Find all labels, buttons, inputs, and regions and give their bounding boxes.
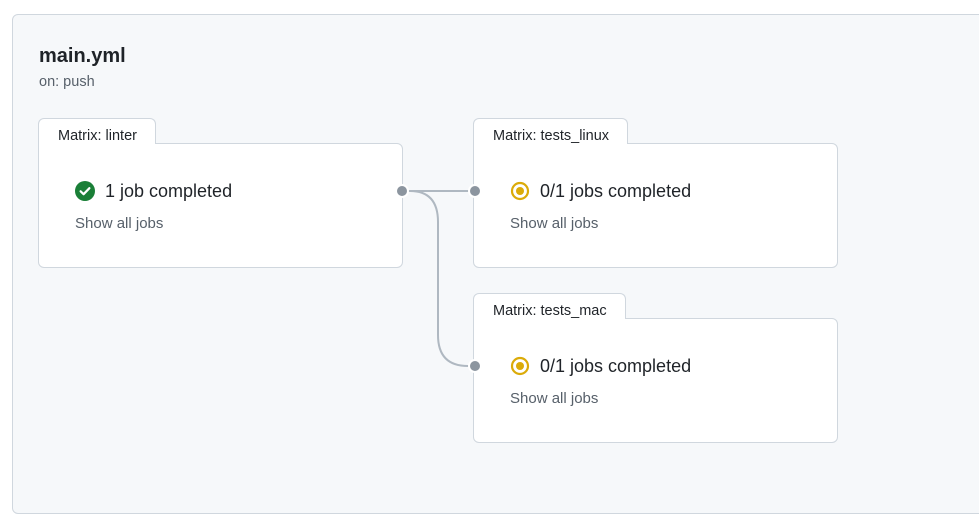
in-progress-icon: [510, 356, 530, 376]
matrix-tab-tests-linux: Matrix: tests_linux: [473, 118, 629, 144]
status-text: 0/1 jobs completed: [540, 356, 692, 376]
check-circle-icon: [75, 181, 95, 201]
matrix-tab-linter: Matrix: linter: [38, 118, 156, 144]
status-text: 0/1 jobs completed: [540, 181, 692, 201]
matrix-group-linter: Matrix: linter 1 job completed Show all …: [38, 118, 403, 268]
status-row[interactable]: 0/1 jobs completed: [510, 355, 691, 377]
workflow-trigger: on: push: [39, 74, 95, 90]
matrix-group-tests-linux: Matrix: tests_linux 0/1 jobs completed S…: [473, 118, 838, 268]
show-all-jobs-link[interactable]: Show all jobs: [510, 390, 599, 407]
show-all-jobs-link[interactable]: Show all jobs: [510, 215, 599, 232]
matrix-group-tests-mac: Matrix: tests_mac 0/1 jobs completed Sho…: [473, 293, 838, 443]
show-all-jobs-link[interactable]: Show all jobs: [75, 215, 164, 232]
in-progress-icon: [510, 181, 530, 201]
status-row[interactable]: 0/1 jobs completed: [510, 180, 691, 202]
matrix-card-tests-mac[interactable]: 0/1 jobs completed Show all jobs: [473, 318, 838, 443]
matrix-card-linter[interactable]: 1 job completed Show all jobs: [38, 143, 403, 268]
matrix-tab-tests-mac: Matrix: tests_mac: [473, 293, 626, 319]
workflow-title: main.yml: [39, 45, 126, 67]
status-row[interactable]: 1 job completed: [75, 180, 232, 202]
status-text: 1 job completed: [105, 181, 233, 201]
matrix-card-tests-linux[interactable]: 0/1 jobs completed Show all jobs: [473, 143, 838, 268]
